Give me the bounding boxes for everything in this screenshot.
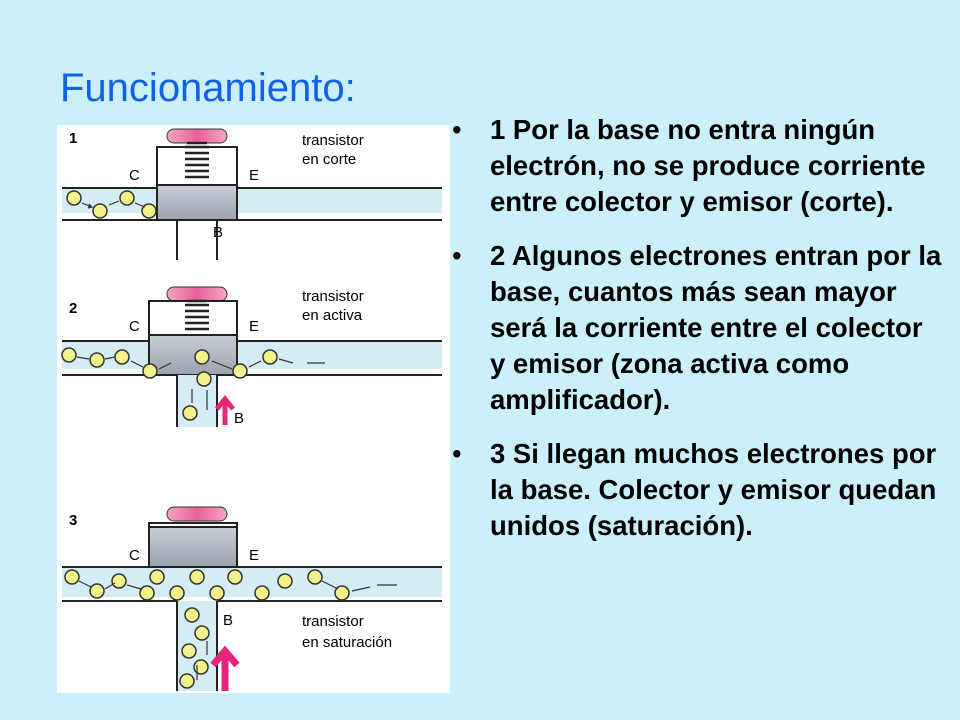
panel-2-block [148, 334, 238, 376]
panel-3-number: 3 [69, 512, 77, 529]
panel-3-arrows [78, 580, 397, 680]
panel-2-arrows [76, 356, 325, 410]
transistor-diagram: 1 transistor en corte C E B [57, 125, 450, 693]
panel-1: 1 transistor en corte C E B [62, 128, 442, 260]
panel-2-state-line1: transistor [302, 288, 364, 305]
bullet-marker: • [452, 240, 462, 271]
panel-1-frame [156, 146, 238, 185]
panel-1-state-line2: en corte [302, 151, 356, 168]
bullet-text-2: 2 Algunos electrones entran por la base,… [490, 240, 942, 415]
panel-2-frame [148, 300, 238, 335]
bullet-marker: • [452, 438, 462, 469]
panel-1-label-e: E [249, 167, 259, 184]
panel-2-label-c: C [129, 318, 140, 335]
panel-3: 3 C E B transistor en saturación [62, 506, 442, 691]
panel-2-label-b: B [234, 410, 244, 427]
panel-1-arrows [81, 200, 146, 209]
panel-2: 2 transistor en activa C E B [61, 286, 442, 427]
panel-3-label-e: E [249, 547, 259, 564]
panel-3-label-c: C [129, 547, 140, 564]
panel-1-label-c: C [129, 167, 140, 184]
bullet-marker: • [452, 114, 462, 145]
panel-2-spring [185, 299, 209, 331]
panel-1-block [156, 184, 238, 221]
bullet-item-3: • 3 Si llegan muchos electrones por la b… [452, 436, 942, 544]
panel-1-number: 1 [69, 130, 77, 147]
panel-1-spring [185, 141, 209, 179]
panel-2-number: 2 [69, 300, 77, 317]
slide-title: Funcionamiento: [60, 66, 356, 110]
panel-1-label-b: B [213, 224, 223, 241]
panel-3-button [166, 506, 228, 522]
panel-2-button [166, 286, 228, 302]
panel-1-button [166, 128, 228, 144]
panel-3-state-line1: transistor [302, 613, 364, 630]
panel-3-block [148, 526, 238, 568]
bullet-list: • 1 Por la base no entra ningún electrón… [452, 112, 942, 562]
panel-1-electrons [66, 190, 157, 219]
bullet-text-3: 3 Si llegan muchos electrones por la bas… [490, 438, 937, 541]
panel-2-electrons [61, 347, 278, 421]
bullet-text-1: 1 Por la base no entra ningún electrón, … [490, 114, 926, 217]
panel-3-base-arrow [210, 645, 240, 691]
bullet-item-1: • 1 Por la base no entra ningún electrón… [452, 112, 942, 220]
panel-3-label-b: B [223, 612, 233, 629]
panel-3-state-line2: en saturación [302, 634, 392, 651]
panel-2-base-arrow [215, 394, 235, 425]
bullet-item-2: • 2 Algunos electrones entran por la bas… [452, 238, 942, 418]
panel-1-state-line1: transistor [302, 132, 364, 149]
transistor-diagram-svg: 1 transistor en corte C E B [61, 128, 442, 691]
panel-1-channel [62, 188, 442, 213]
panel-2-state-line2: en activa [302, 307, 363, 324]
panel-2-label-e: E [249, 318, 259, 335]
